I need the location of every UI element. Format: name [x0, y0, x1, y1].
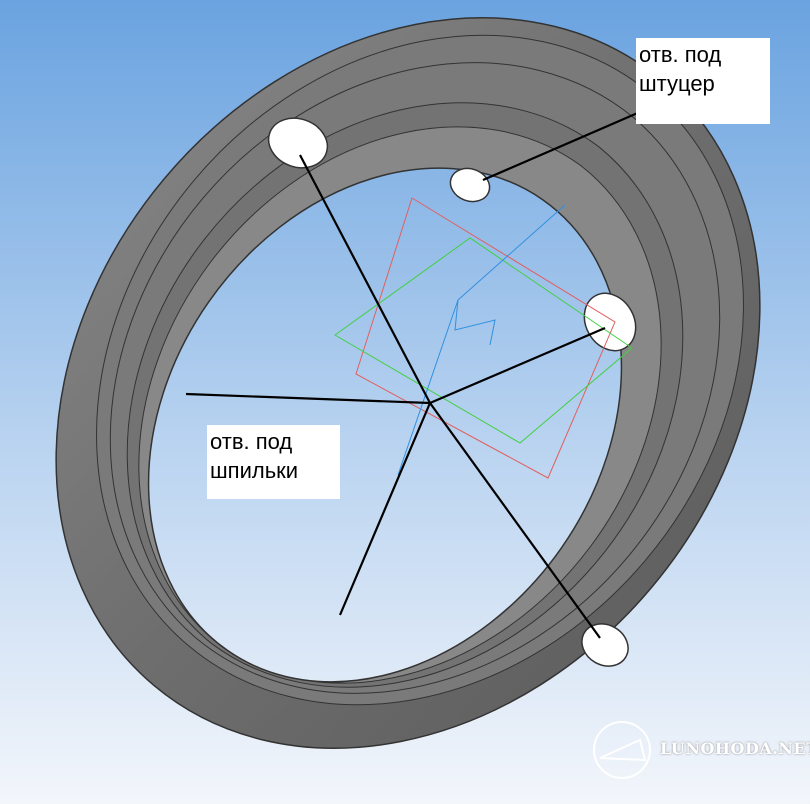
- stud-hole: [581, 623, 629, 667]
- watermark-text: LUNOHODA.NET: [660, 739, 810, 758]
- origin-planes: [334, 197, 633, 479]
- bore-edge: [147, 167, 623, 683]
- watermark-logo: [593, 721, 651, 779]
- fitting-hole-label: отв. под штуцер: [636, 38, 770, 124]
- ring-part: [55, 17, 761, 749]
- stud-hole: [267, 117, 329, 169]
- leader-lines: [185, 110, 641, 639]
- stud-holes-label: отв. под шпильки: [207, 425, 340, 499]
- fitting-hole: [449, 167, 491, 203]
- holes: [267, 117, 637, 667]
